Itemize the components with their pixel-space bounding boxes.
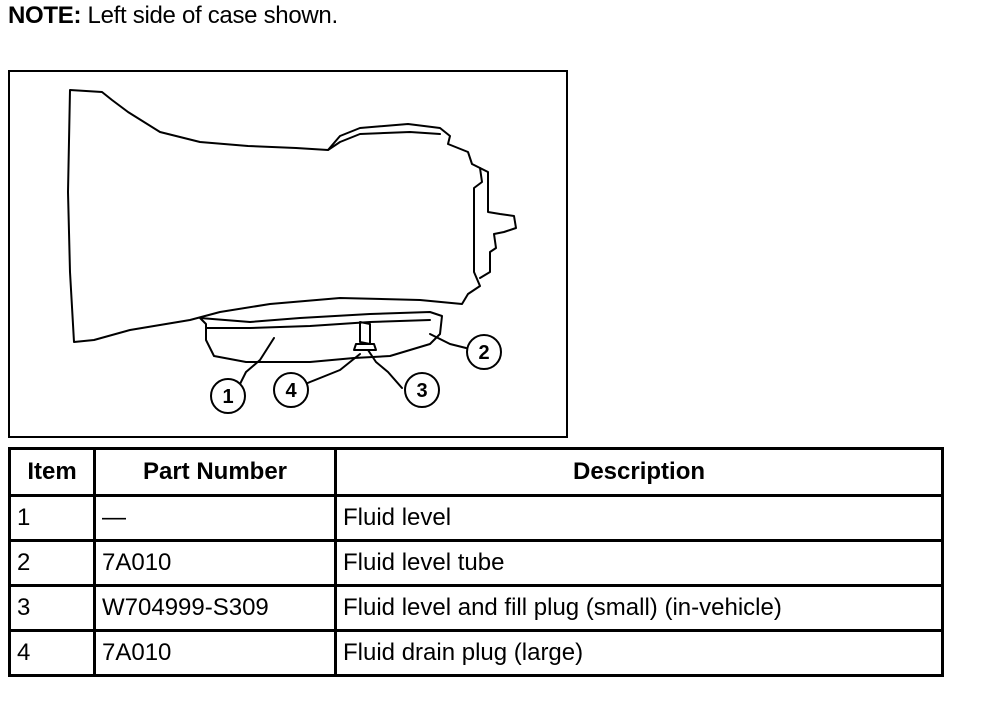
cell-item: 3 [8,584,96,632]
cell-part-number: — [93,494,337,542]
case-end-ridges [479,167,517,279]
header-part-number: Part Number [93,447,337,497]
cell-description: Fluid drain plug (large) [334,629,944,677]
callout-label-1: 1 [222,386,233,408]
case-top-rail [327,131,441,151]
callout-label-2: 2 [478,342,489,364]
cell-part-number: W704999-S309 [93,584,337,632]
table-row: 1 — Fluid level [8,494,944,542]
oil-pan [199,311,443,363]
table-row: 4 7A010 Fluid drain plug (large) [8,629,944,677]
note-label: NOTE: [8,2,82,29]
callout-circle-4 [273,372,309,408]
table-header-row: Item Part Number Description [8,447,944,497]
cell-description: Fluid level and fill plug (small) (in-ve… [334,584,944,632]
callout-label-3: 3 [416,380,427,402]
case-line-drawing: 1 4 3 2 [67,89,517,414]
table-row: 2 7A010 Fluid level tube [8,539,944,587]
callout-label-4: 4 [285,380,297,402]
leader-line-1 [237,337,275,389]
note-text: Left side of case shown. [87,2,339,29]
header-description: Description [334,447,944,497]
cell-part-number: 7A010 [93,539,337,587]
cell-part-number: 7A010 [93,629,337,677]
fill-plug [353,321,377,351]
cell-item: 4 [8,629,96,677]
leader-line-2 [429,333,467,349]
leader-line-3 [367,349,403,389]
cell-item: 1 [8,494,96,542]
parts-table: Item Part Number Description 1 — Fluid l… [8,447,944,677]
note-line: NOTE: Left side of case shown. [8,2,338,30]
transmission-case-illustration: 1 4 3 2 [8,70,568,438]
cell-description: Fluid level [334,494,944,542]
table-row: 3 W704999-S309 Fluid level and fill plug… [8,584,944,632]
callout-circle-2 [466,334,502,370]
case-outline [67,89,483,343]
cell-item: 2 [8,539,96,587]
callout-circle-1 [210,378,246,414]
callout-circle-3 [404,372,440,408]
cell-description: Fluid level tube [334,539,944,587]
oil-pan-lip [205,319,431,329]
header-item: Item [8,447,96,497]
